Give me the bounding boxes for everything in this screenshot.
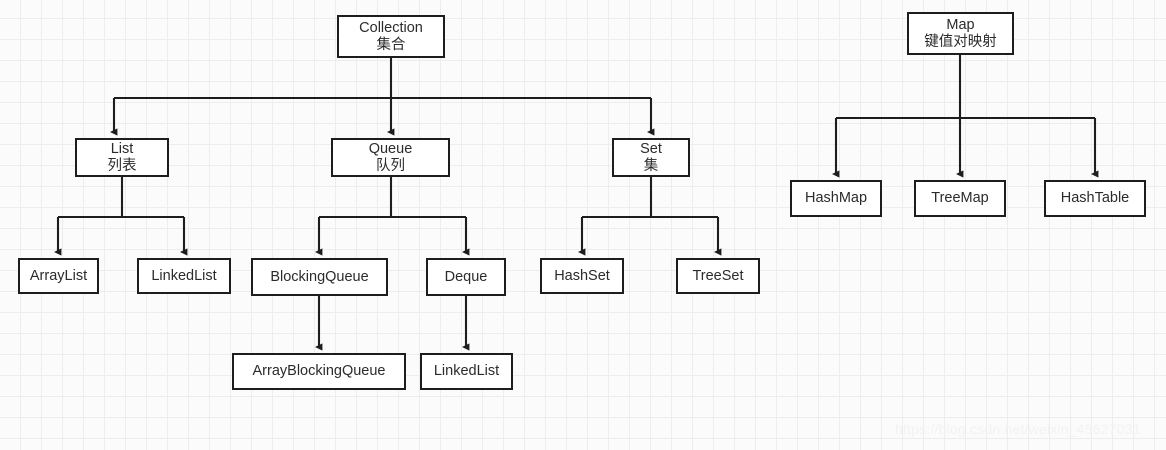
node-arrayblockingqueue-label: ArrayBlockingQueue (252, 363, 386, 380)
node-hashmap[interactable]: HashMap (790, 180, 882, 217)
node-set[interactable]: Set 集 (612, 138, 690, 177)
node-map-label-cn: 键值对映射 (924, 33, 997, 50)
node-hashset[interactable]: HashSet (540, 258, 624, 294)
node-linkedlist-deque-label: LinkedList (433, 363, 500, 380)
node-arraylist-label: ArrayList (29, 267, 88, 284)
node-list[interactable]: List 列表 (75, 138, 169, 177)
node-treeset-label: TreeSet (692, 267, 744, 284)
node-blockingqueue-label: BlockingQueue (270, 268, 369, 285)
node-linkedlist-label: LinkedList (151, 267, 217, 284)
node-list-label-cn: 列表 (107, 157, 137, 174)
node-collection-label-cn: 集合 (376, 36, 406, 53)
node-hashmap-label: HashMap (804, 190, 868, 207)
node-linkedlist[interactable]: LinkedList (137, 258, 231, 294)
node-treeset[interactable]: TreeSet (676, 258, 760, 294)
node-set-label-cn: 集 (643, 157, 659, 174)
node-treemap-label: TreeMap (931, 190, 989, 207)
node-queue-label-en: Queue (368, 140, 413, 157)
node-set-label-en: Set (640, 140, 662, 157)
node-map-label-en: Map (946, 16, 975, 33)
node-collection-label-en: Collection (359, 19, 423, 36)
node-blockingqueue[interactable]: BlockingQueue (251, 258, 388, 296)
node-queue[interactable]: Queue 队列 (331, 138, 450, 177)
node-collection[interactable]: Collection 集合 (337, 15, 445, 58)
watermark: https://blog.csdn.net/weixin_45627031 (895, 421, 1141, 437)
node-queue-label-cn: 队列 (376, 157, 405, 174)
node-hashtable[interactable]: HashTable (1044, 180, 1146, 217)
node-arrayblockingqueue[interactable]: ArrayBlockingQueue (232, 353, 406, 390)
node-hashtable-label: HashTable (1060, 190, 1130, 207)
node-list-label-en: List (110, 140, 134, 157)
node-deque[interactable]: Deque (426, 258, 506, 296)
node-treemap[interactable]: TreeMap (914, 180, 1006, 217)
node-arraylist[interactable]: ArrayList (18, 258, 99, 294)
node-hashset-label: HashSet (554, 267, 610, 284)
node-linkedlist-deque[interactable]: LinkedList (420, 353, 513, 390)
node-map[interactable]: Map 键值对映射 (907, 12, 1014, 55)
node-deque-label: Deque (444, 268, 488, 285)
